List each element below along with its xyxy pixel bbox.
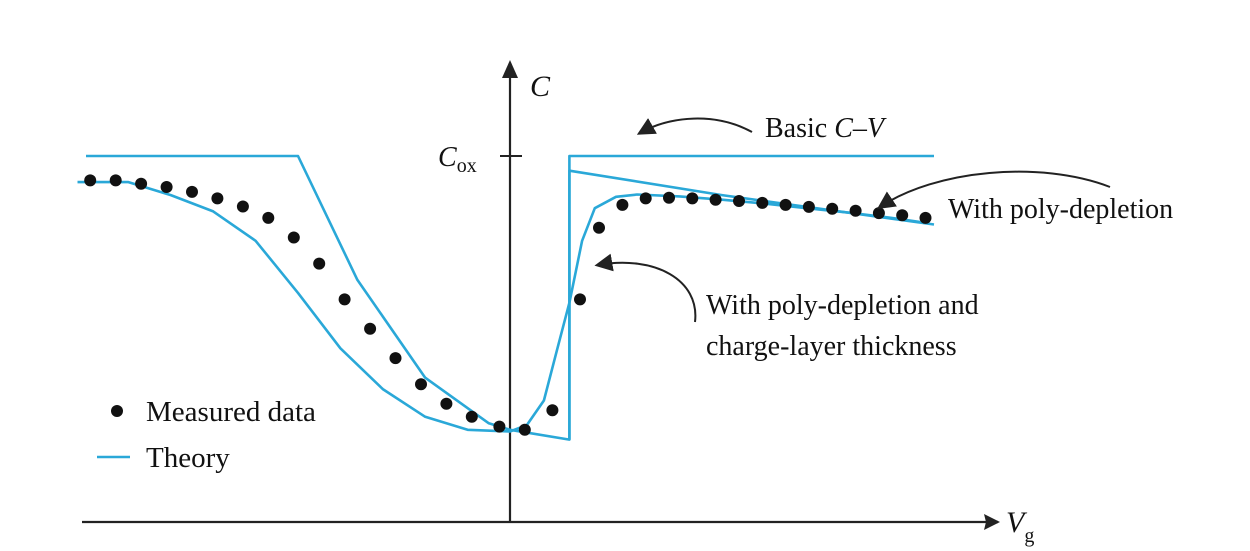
measured-point [389,352,402,365]
measured-point [236,200,249,213]
x-axis-label-main: V [1006,506,1028,539]
measured-point [84,174,97,187]
measured-point [896,209,909,222]
measured-data-points [84,174,932,436]
measured-point [686,192,699,205]
annotation-poly-depletion: With poly-depletion [948,194,1173,225]
annotation-basic-text: Basic [765,113,834,144]
measured-point [518,423,531,436]
measured-point [872,207,885,220]
measured-point [262,211,275,224]
measured-point [574,293,586,306]
measured-point [287,231,300,244]
legend-label-measured: Measured data [146,396,316,428]
measured-point [546,404,559,417]
measured-point [756,196,769,209]
y-tick-label: Cox [438,142,477,177]
measured-point [415,378,427,391]
measured-point [338,293,351,306]
measured-point [779,198,792,211]
y-axis-arrow [502,60,518,78]
y-axis-label: C [530,70,551,103]
measured-point [616,198,629,211]
legend: Measured data Theory [97,396,316,474]
legend-marker-measured [111,405,123,417]
measured-point [663,191,675,204]
annotation-basic-cv: Basic C–V [765,113,887,144]
measured-point [826,202,839,215]
y-tick-label-main: C [438,142,457,173]
measured-point [109,174,122,187]
x-axis-arrow [984,514,1000,530]
measured-point [733,195,745,207]
measured-point [849,204,862,217]
annotation-charge-line1: With poly-depletion and [706,290,979,321]
annotation-basic-italic: C–V [834,113,887,144]
measured-point [211,192,224,205]
annotation-charge-line2: charge-layer thickness [706,331,957,362]
measured-point [186,185,198,198]
measured-point [364,322,377,335]
annotation-arrow-charge [594,253,697,323]
measured-point [593,221,605,234]
measured-point [493,420,506,433]
x-axis-label-sub: g [1024,525,1034,547]
measured-point [160,181,173,193]
measured-point [709,193,722,206]
measured-point [313,257,326,270]
x-axis-label: Vg [1006,506,1034,547]
annotation-arrow-poly [877,170,1111,210]
y-tick-label-sub: ox [457,155,477,177]
measured-point [135,177,148,190]
legend-label-theory: Theory [146,442,230,474]
measured-point [465,410,478,423]
measured-point [802,200,815,213]
annotation-arrow-basic [636,117,753,135]
measured-point [440,397,453,410]
measured-point [919,211,932,224]
measured-point [639,192,652,205]
